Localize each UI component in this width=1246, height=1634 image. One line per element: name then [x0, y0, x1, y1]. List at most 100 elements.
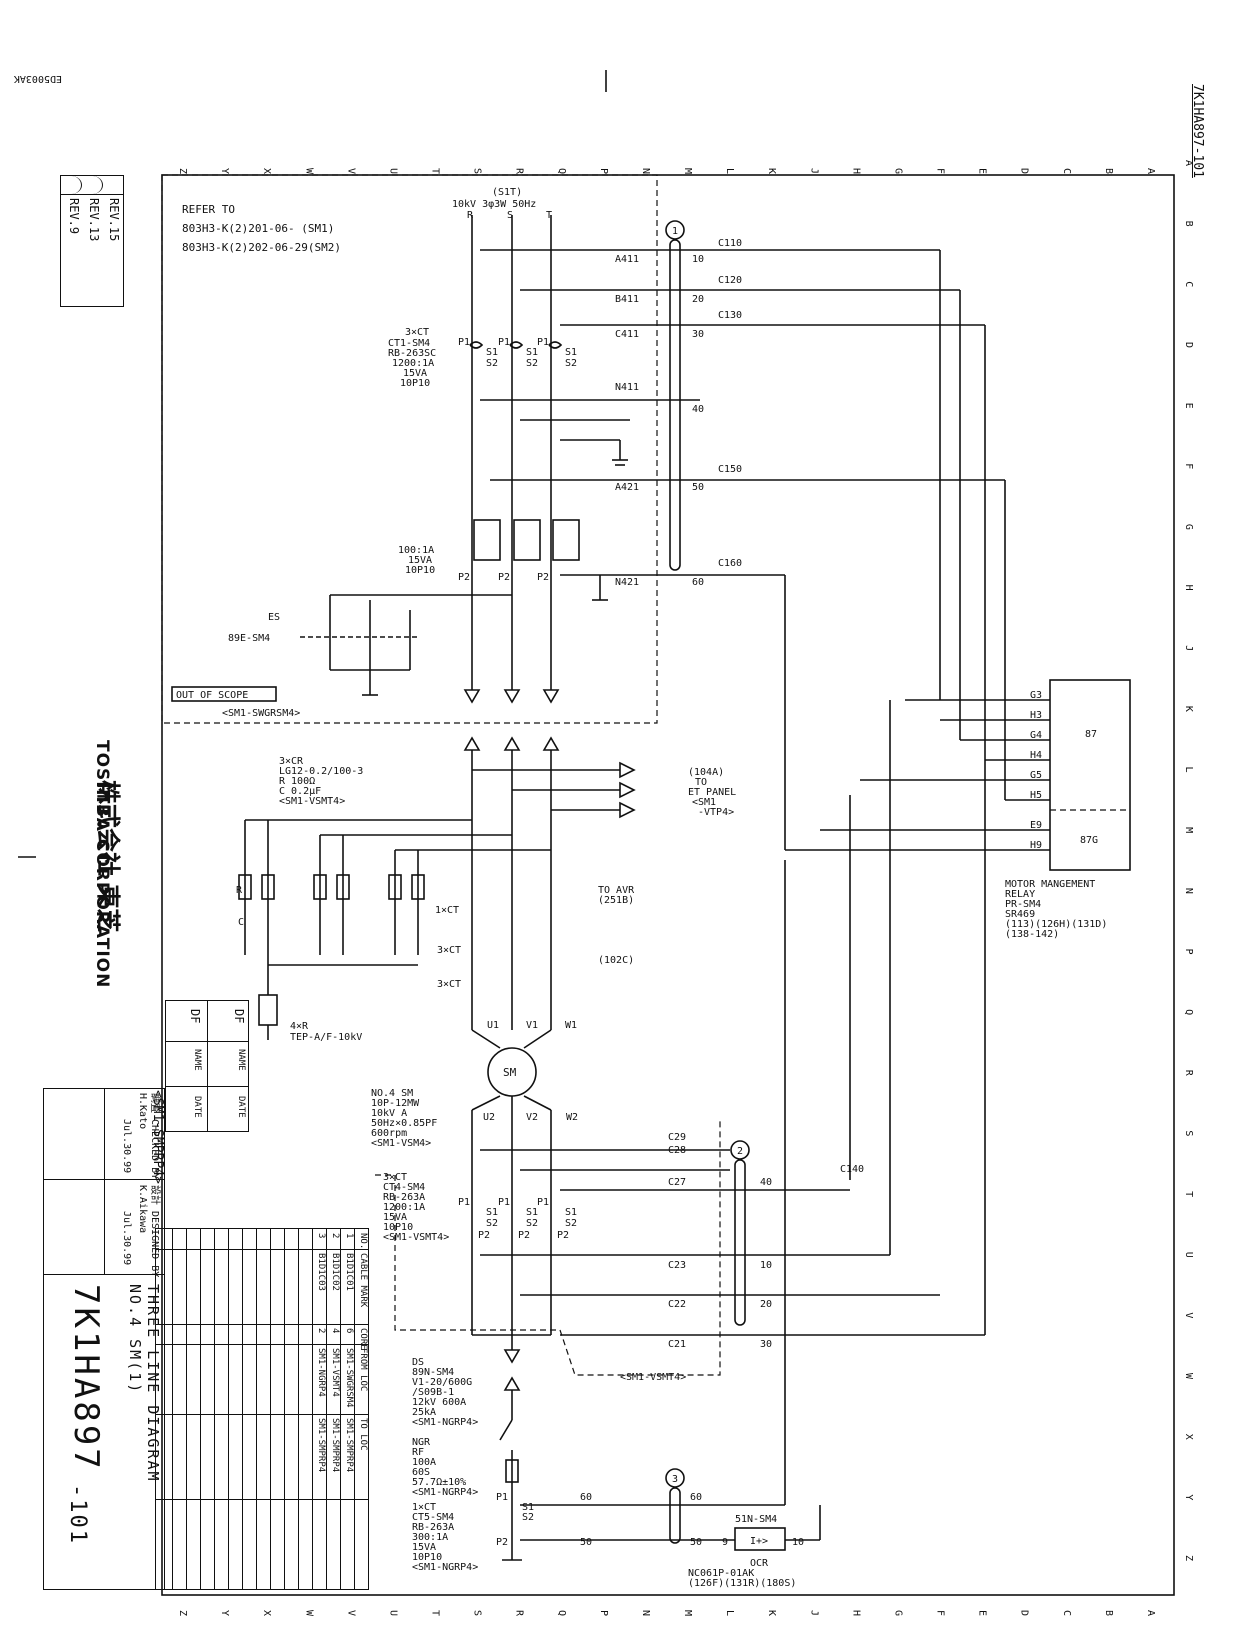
grid-right-H: H	[1183, 585, 1194, 591]
ct4-spec: 3×CT CT4-SM4 RB-263A 1200:1A 15VA 10P10 …	[383, 1172, 686, 1383]
cable-grid-v	[200, 1229, 201, 1589]
out-of-scope-box: OUT OF SCOPE <SM1-SWGRSM4>	[171, 686, 300, 719]
grid-top-T: T	[430, 168, 441, 174]
grid-bot-W: W	[303, 1610, 314, 1617]
cable-cell-2-2: 4	[330, 1328, 340, 1334]
cable-grid-h	[156, 1324, 368, 1325]
ct5-ocr-wiring	[520, 860, 821, 1551]
grid-right-S: S	[1183, 1130, 1194, 1136]
bundle-num-13: 50	[690, 1537, 702, 1548]
cable-cell-2-0: 2	[330, 1233, 340, 1239]
grid-bot-D: D	[1019, 1610, 1030, 1616]
bundle-num-8: 20	[760, 1299, 772, 1310]
ngr-4: 60S	[412, 1467, 430, 1478]
cable-cell-0-2: CORE	[358, 1328, 368, 1350]
company-japanese: 株式会社 東芝	[94, 780, 122, 933]
grid-top-N: N	[640, 168, 651, 174]
ds-3: V1-20/600G	[412, 1377, 472, 1388]
ref-102c: (102C)	[598, 955, 634, 966]
ct-group-3: 3×CT	[437, 979, 461, 990]
cable-grid-v	[228, 1229, 229, 1589]
relay-term-H5: H5	[1030, 790, 1042, 801]
grid-right-D: D	[1183, 342, 1194, 348]
ngr-5: 57.7Ω±10%	[412, 1477, 466, 1488]
bundle-num-1: 20	[692, 294, 704, 305]
grid-bot-Q: Q	[556, 1610, 567, 1616]
ct-group-1: 1×CT	[435, 905, 459, 916]
relay-labels: 87 87G MOTOR MANGEMENT RELAY PR-SM4 SR46…	[1005, 729, 1107, 940]
ct1-line-6: 10P10	[400, 378, 430, 389]
es-label: ES 89E-SM4	[228, 612, 280, 644]
vt-line-3: 10P10	[405, 565, 435, 576]
bundle-num-4: 50	[692, 482, 704, 493]
ct5-7: <SM1-NGRP4>	[412, 1562, 478, 1573]
bundle-num-14: 9	[722, 1537, 728, 1548]
ds-5: 12kV 600A	[412, 1397, 466, 1408]
ct4-1: 3×CT	[383, 1172, 407, 1183]
wire-C21: C21	[668, 1339, 686, 1350]
wire-C28: C28	[668, 1145, 686, 1156]
grid-bot-L: L	[724, 1610, 735, 1616]
term-u1: U1	[487, 1020, 499, 1031]
grid-top-D: D	[1019, 168, 1030, 174]
et-line-3: ET PANEL	[688, 787, 736, 798]
relay-line-4: SR469	[1005, 909, 1035, 920]
grid-right-L: L	[1183, 767, 1194, 773]
cable-cell-3-1: B1D1C03	[316, 1253, 326, 1291]
vt-p2-0: P2	[458, 572, 470, 583]
motor-spec: NO.4 SM 10P-12MW 10kV A 50Hz×0.85PF 600r…	[371, 1088, 437, 1149]
revision-box: REV.15 REV.13 REV.9	[60, 175, 124, 307]
cable-grid-v	[298, 1229, 299, 1589]
drawing-frame	[161, 174, 1175, 1596]
mspec-2: 10P-12MW	[371, 1098, 420, 1109]
grid-right-T: T	[1183, 1191, 1194, 1197]
ocr-code: 51N-SM4	[735, 1514, 777, 1525]
ct5-spec: 1×CT CT5-SM4 RB-263A 300:1A 15VA 10P10 <…	[412, 1502, 478, 1573]
grid-right-U: U	[1183, 1252, 1194, 1258]
relay-line-6: (138-142)	[1005, 929, 1059, 940]
ct5-p2: P2	[496, 1537, 508, 1548]
ngr-spec: NGR RF 100A 60S 57.7Ω±10% <SM1-NGRP4>	[412, 1437, 478, 1498]
mspec-5: 600rpm	[371, 1128, 407, 1139]
relay-line-2: RELAY	[1005, 889, 1035, 900]
grid-right-F: F	[1183, 463, 1194, 469]
title-block: 調査 CHECKED BY H.Kato Jul.30.99 設計 DESIGN…	[43, 1088, 165, 1590]
wire-C23: C23	[668, 1260, 686, 1271]
es-title: ES	[268, 612, 280, 623]
cable-cell-3-3: SM1-NGRP4	[316, 1348, 326, 1397]
grid-top-J: J	[808, 168, 819, 174]
ct4-7: <SM1-VSMT4>	[383, 1232, 449, 1243]
relay-term-H3: H3	[1030, 710, 1042, 721]
grid-bot-T: T	[430, 1610, 441, 1616]
rev-3: REV.9	[67, 198, 81, 235]
earthing-switch	[300, 594, 512, 696]
ct5-5: 15VA	[412, 1542, 436, 1553]
grid-right-Q: Q	[1183, 1009, 1194, 1015]
grid-bot-S: S	[472, 1610, 483, 1616]
phase-t: T	[546, 210, 552, 221]
vt-line-1: 100:1A	[398, 545, 434, 556]
cr-line-4: C 0.2μF	[279, 786, 321, 797]
supply-code: (S1T)	[492, 187, 522, 198]
grid-top-H: H	[850, 168, 861, 174]
ds-spec: DS 89N-SM4 V1-20/600G /S09B-1 12kV 600A …	[412, 1357, 478, 1428]
ct4-s2-2: S2	[565, 1218, 577, 1229]
ct4-4: 1200:1A	[383, 1202, 425, 1213]
neutral-side	[471, 1095, 552, 1561]
ct1-spec: 3×CT CT1-SM4 RB-263SC 1200:1A 15VA 10P10	[388, 327, 436, 389]
bundle-num-7: 10	[760, 1260, 772, 1271]
wire-C411: C411	[615, 329, 639, 340]
grid-bot-Z: Z	[177, 1610, 188, 1616]
ct4-3: RB-263A	[383, 1192, 425, 1203]
relay-term-E9: E9	[1030, 820, 1042, 831]
ct1-s1-0: S1	[486, 347, 498, 358]
supply-label: (S1T) 10kV 3φ3W 50Hz R S T	[452, 187, 552, 221]
checked-date: Jul.30.99	[121, 1119, 132, 1174]
ct-pin-labels: P1S1S2P1S1S2P1S1S2P1S1S2P2P1S1S2P2P1S1S2…	[458, 337, 577, 1548]
swgr-ref-label: <SM1-SWGRSM4>	[222, 708, 300, 719]
